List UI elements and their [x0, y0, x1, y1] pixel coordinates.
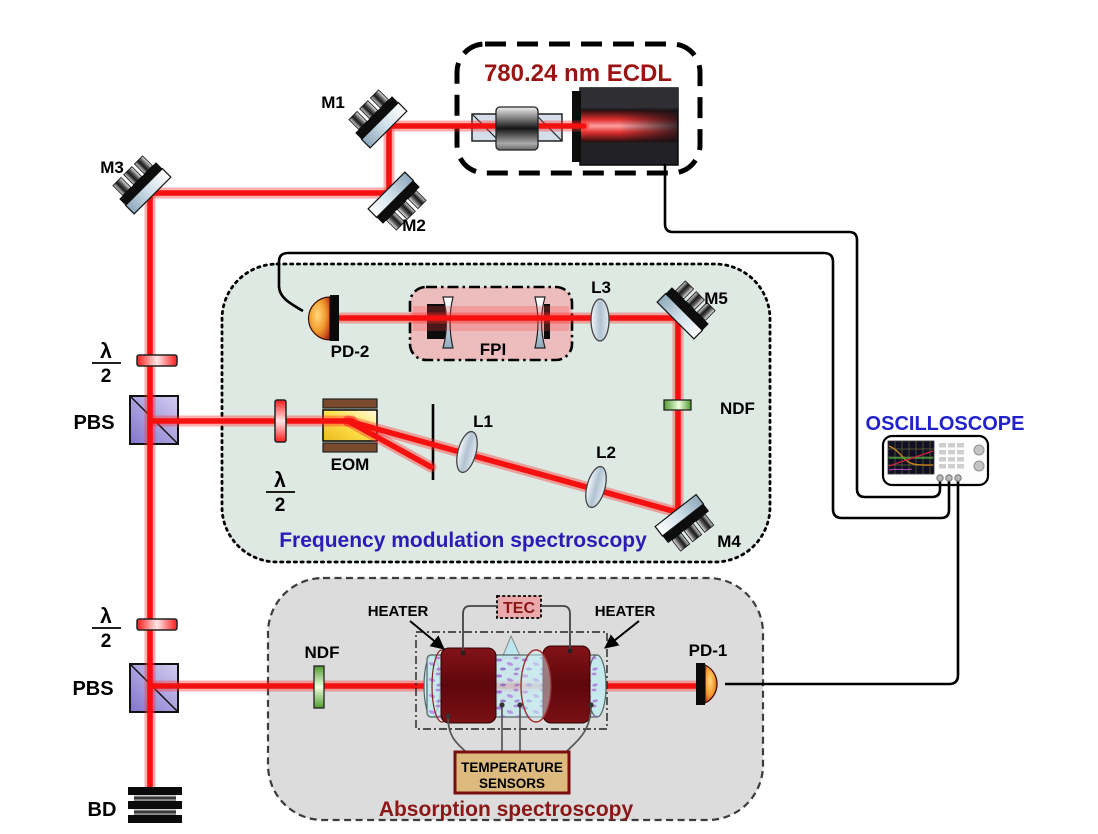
scope-knob-bottom[interactable]: [973, 460, 985, 472]
scope-input-3[interactable]: [954, 474, 962, 482]
photodiode-pd1: [696, 663, 718, 705]
scope-trace-purple: [888, 468, 913, 471]
svg-text:λ: λ: [274, 469, 286, 492]
half-waveplate-top: [136, 354, 178, 367]
oscilloscope: [881, 434, 990, 487]
oscilloscope-label: OSCILLOSCOPE: [866, 413, 1025, 435]
fpi-label: FPI: [480, 340, 506, 359]
lens-l3: [590, 298, 610, 342]
temperature-sensors-label-line2: SENSORS: [479, 776, 545, 791]
pd1-label: PD-1: [689, 641, 728, 660]
svg-text:λ: λ: [100, 605, 112, 628]
cell-window: [520, 649, 552, 723]
tec-wires: [462, 605, 571, 652]
heater-right-label: HEATER: [595, 603, 656, 620]
mirror-m4-label: M4: [717, 532, 741, 551]
heater-left-band: [440, 647, 497, 724]
scope-input-2[interactable]: [945, 474, 953, 482]
temperature-sensors-label-line1: TEMPERATURE: [461, 760, 563, 775]
svg-text:λ: λ: [100, 340, 112, 363]
bd-label: BD: [88, 799, 117, 821]
svg-text:2: 2: [101, 366, 112, 387]
cable-ecdl-to-scope: [663, 164, 942, 499]
lens-l2-label: L2: [596, 443, 616, 462]
lens-l1-label: L1: [473, 412, 493, 431]
scope-trace-yellow: [888, 445, 934, 466]
heater-left-label: HEATER: [368, 603, 429, 620]
cable-pd2-to-scope: [277, 251, 951, 520]
isolator-cylinder: [495, 106, 539, 151]
half-waveplate-top-label: λ 2: [92, 340, 121, 387]
heater-left-arrow: [409, 620, 445, 650]
mirror-m3-label: M3: [100, 158, 124, 177]
ndf-filter-absorption: [313, 665, 325, 709]
heater-right-arrow: [604, 620, 640, 649]
absorption-section-label: Absorption spectroscopy: [379, 798, 634, 821]
half-waveplate-fms: [274, 399, 287, 443]
eom-label: EOM: [331, 455, 370, 474]
half-waveplate-bottom-label: λ 2: [92, 605, 121, 652]
mirror-m1-label: M1: [321, 93, 345, 112]
half-waveplate-fms-label: λ 2: [266, 469, 295, 516]
lens-l3-label: L3: [591, 278, 611, 297]
pbs-top-label: PBS: [73, 412, 114, 434]
ndf-absorption-label: NDF: [305, 643, 340, 662]
svg-text:2: 2: [275, 495, 286, 516]
cable-pd1-to-scope: [725, 481, 960, 686]
ndf-fms-label: NDF: [720, 399, 755, 418]
mirror-m1: [344, 85, 408, 149]
mirror-m5-label: M5: [704, 289, 728, 308]
fms-section-box: [220, 262, 772, 564]
mirror-m2-label: M2: [402, 216, 426, 235]
ecdl-label: 780.24 nm ECDL: [484, 60, 672, 87]
half-waveplate-bottom: [136, 618, 178, 631]
scope-buttons[interactable]: [939, 443, 964, 469]
scope-input-1[interactable]: [936, 474, 944, 482]
temperature-sensors-box: [453, 750, 571, 795]
scope-knob-top[interactable]: [973, 444, 985, 456]
tec-box: [496, 595, 542, 619]
sensor-wires: [445, 702, 594, 753]
svg-text:2: 2: [101, 631, 112, 652]
vapor-cell-assembly: [415, 631, 608, 730]
fms-section-label: Frequency modulation spectroscopy: [279, 529, 647, 552]
tec-label: TEC: [503, 600, 535, 617]
photodiode-pd2: [307, 295, 339, 341]
beam-dump: [128, 787, 182, 823]
scope-trace-red: [888, 450, 934, 467]
pbs-bottom-label: PBS: [72, 678, 113, 700]
ndf-filter-fms: [663, 399, 692, 411]
pd2-label: PD-2: [331, 342, 370, 361]
